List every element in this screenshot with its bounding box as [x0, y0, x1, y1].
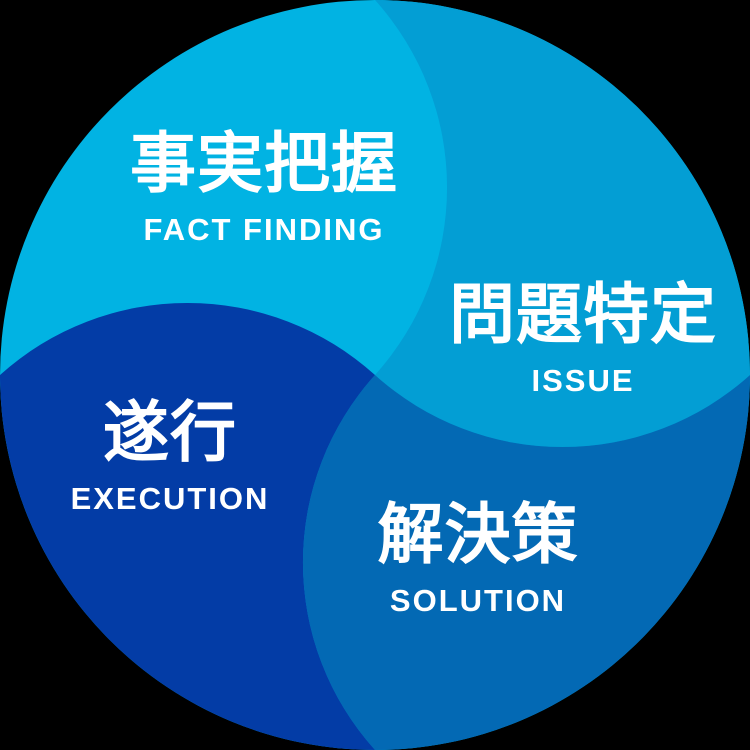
label-jp: 事実把握 [130, 125, 398, 202]
label-en: SOLUTION [389, 583, 567, 618]
label-en: ISSUE [531, 363, 635, 398]
segment-label-issue: 問題特定 ISSUE [437, 275, 729, 401]
label-en: EXECUTION [70, 481, 270, 516]
label-jp: 遂行 [103, 394, 237, 471]
label-jp: 解決策 [377, 496, 579, 573]
label-en: FACT FINDING [143, 212, 385, 247]
segment-label-execution: 遂行 EXECUTION [50, 393, 290, 519]
segment-label-solution: 解決策 SOLUTION [368, 495, 588, 621]
segment-label-fact-finding: 事実把握 FACT FINDING [118, 124, 410, 250]
label-jp: 問題特定 [449, 276, 717, 353]
